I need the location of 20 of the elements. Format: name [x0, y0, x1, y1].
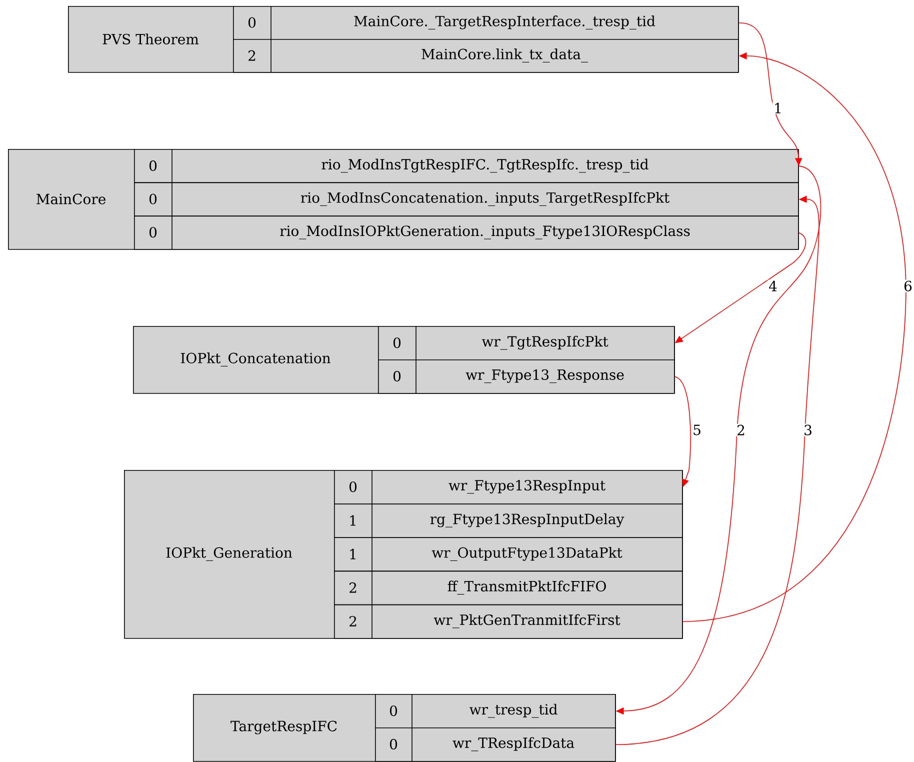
record-row: 2 MainCore.link_tx_data_	[233, 38, 739, 73]
edge-label: 4	[768, 280, 778, 292]
record-row: 0 wr_TgtRespIfcPkt	[378, 326, 675, 360]
record-row: 2 ff_TransmitPktIfcFIFO	[334, 570, 683, 606]
record-row: 0 wr_TRespIfcData	[375, 727, 616, 762]
record-row: 2 wr_PktGenTranmitIfcFirst	[334, 604, 683, 639]
record-row: 1 rg_Ftype13RespInputDelay	[334, 503, 683, 538]
record-row: 0 rio_ModInsConcatenation._inputs_TargetRespIfcPkt	[134, 182, 799, 216]
edge-label: 2	[736, 424, 746, 436]
record-row: 0 MainCore._TargetRespInterface._tresp_tid	[233, 6, 739, 40]
record-row: 0 wr_Ftype13_Response	[378, 359, 675, 394]
edge-label: 3	[802, 424, 814, 436]
edge-label: 1	[772, 102, 784, 114]
edge-label: 6	[902, 280, 914, 292]
record-row: 1 wr_OutputFtype13DataPkt	[334, 536, 683, 572]
edge-label: 5	[692, 424, 702, 436]
record-row: 0 wr_Ftype13RespInput	[334, 470, 683, 504]
record-row: 0 rio_ModInsTgtRespIFC._TgtRespIfc._tresp_tid	[134, 148, 799, 184]
record-row: 0 wr_tresp_tid	[375, 694, 616, 728]
record-row: 0 rio_ModInsIOPktGeneration._inputs_Ftype13IORespClass	[134, 215, 799, 250]
